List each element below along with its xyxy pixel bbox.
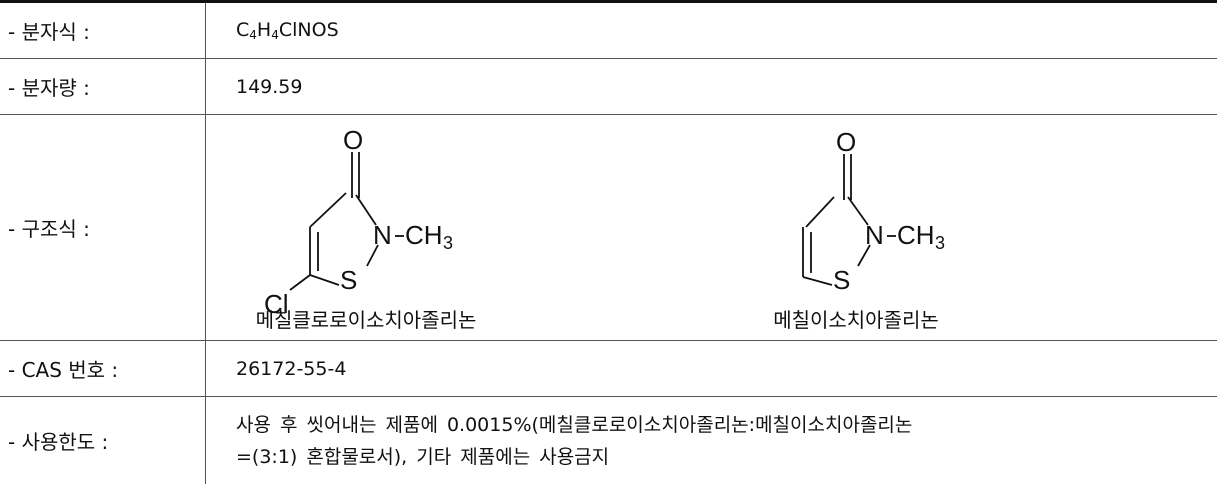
m2-bond-c-s [803,277,832,285]
structure-svg: O N S Cl CH 3 메칠클로로이소치아졸리논 [206,115,1206,340]
molecule1-caption: 메칠클로로이소치아졸리논 [256,308,477,332]
m1-atom-ch3-sub: 3 [443,233,453,253]
m1-bond-c-c [310,193,346,227]
row-cas: - CAS 번호 : 26172-55-4 [0,341,1217,397]
substance-info-table: - 분자식 : C4H4ClNOS - 분자량 : 149.59 - 구조식 : [0,3,1217,484]
molecule2-atoms: O N S CH 3 [833,127,945,295]
weight-label: - 분자량 : [0,59,206,115]
structure-cell: O N S Cl CH 3 메칠클로로이소치아졸리논 [206,115,1217,341]
molecule1-atoms: O N S Cl CH 3 [264,125,453,319]
cas-label: - CAS 번호 : [0,341,206,397]
m2-atom-ch3-sub: 3 [935,233,945,253]
formula-value: C4H4ClNOS [206,3,1217,59]
m2-atom-s: S [833,265,850,295]
m1-bond-c-cl [290,275,310,290]
limit-label: - 사용한도 : [0,397,206,484]
m1-atom-ch: CH [405,220,443,250]
weight-value: 149.59 [206,59,1217,115]
molecule2-caption: 메칠이소치아졸리논 [773,308,939,332]
formula-label: - 분자식 : [0,3,206,59]
m2-atom-ch: CH [897,220,935,250]
limit-value: 사용 후 씻어내는 제품에 0.0015%(메칠클로로이소치아졸리논:메칠이소치… [206,397,1217,484]
row-formula: - 분자식 : C4H4ClNOS [0,3,1217,59]
row-limit: - 사용한도 : 사용 후 씻어내는 제품에 0.0015%(메칠클로로이소치아… [0,397,1217,484]
m1-atom-o: O [343,125,363,155]
limit-line-2: =(3:1) 혼합물로서), 기타 제품에는 사용금지 [236,441,1207,473]
m1-atom-n: N [373,220,392,250]
row-weight: - 분자량 : 149.59 [0,59,1217,115]
structure-label: - 구조식 : [0,115,206,341]
m2-bond-c-c [806,197,834,227]
m2-atom-n: N [865,220,884,250]
m1-bond-c-s [310,275,339,285]
structure-drawings: O N S Cl CH 3 메칠클로로이소치아졸리논 [206,115,1206,340]
row-structure: - 구조식 : [0,115,1217,341]
limit-line-1: 사용 후 씻어내는 제품에 0.0015%(메칠클로로이소치아졸리논:메칠이소치… [236,409,1207,441]
m1-atom-s: S [340,265,357,295]
m2-atom-o: O [836,127,856,157]
cas-value: 26172-55-4 [206,341,1217,397]
